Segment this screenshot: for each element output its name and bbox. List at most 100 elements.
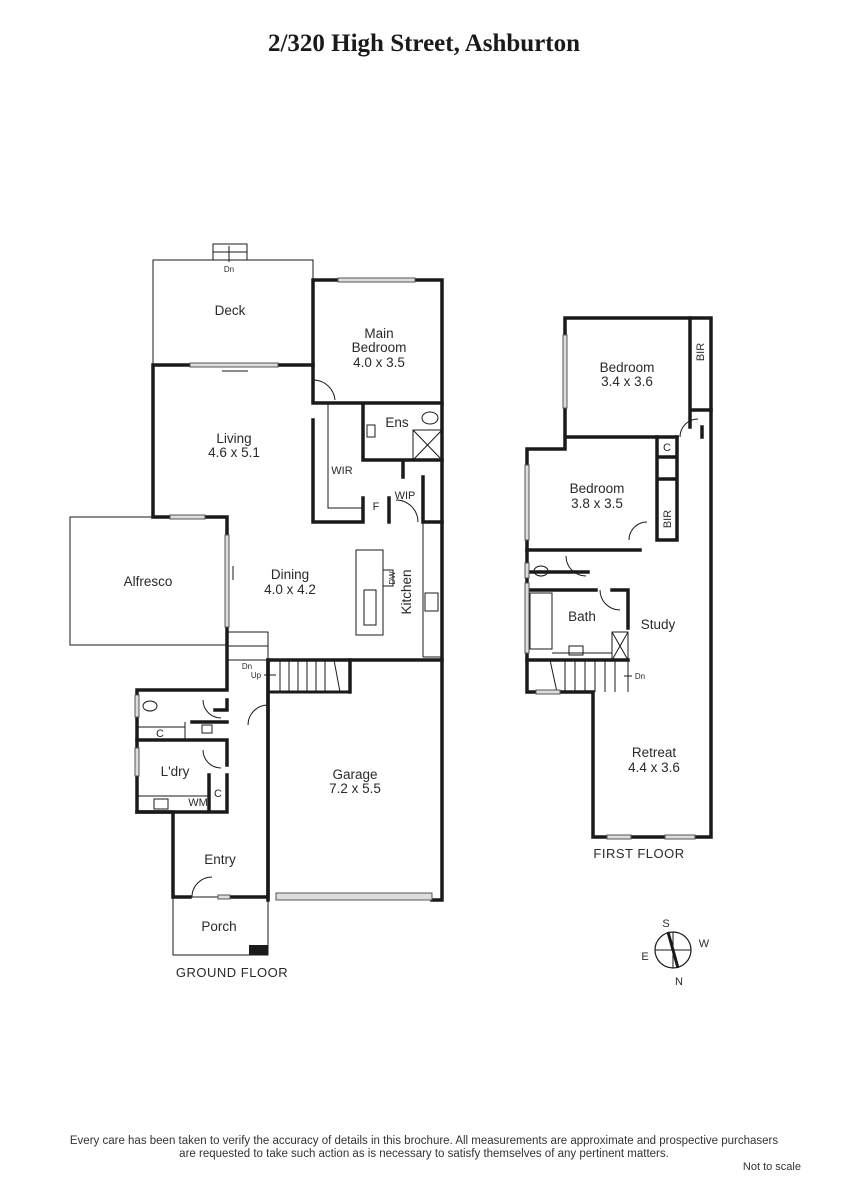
shower-icon (611, 631, 629, 661)
room-label-study: Study (641, 617, 676, 632)
shower-icon (412, 429, 443, 461)
floor-label-ground: GROUND FLOOR (176, 965, 288, 980)
room-dimensions: 4.4 x 3.6 (628, 760, 680, 775)
door-swing (191, 876, 213, 898)
window (524, 464, 530, 541)
room-label-bath: Bath (568, 609, 596, 624)
porch-post (249, 945, 268, 955)
window (134, 747, 140, 777)
toilet-icon (533, 565, 549, 577)
compass-west: W (699, 938, 710, 950)
garage-door (275, 892, 433, 901)
room-dimensions: 3.4 x 3.6 (601, 374, 653, 389)
toilet-icon (421, 411, 439, 425)
first-floor-plan (524, 316, 713, 840)
compass-north: N (675, 976, 683, 988)
property-address-title: 2/320 High Street, Ashburton (267, 30, 581, 57)
door-swing (395, 499, 419, 523)
room-label-main-bedroom: Bedroom (352, 340, 407, 355)
exterior-wall-left (135, 363, 315, 899)
window (217, 894, 231, 900)
bir-walls (688, 316, 713, 439)
room-label-entry: Entry (204, 852, 236, 867)
room-label-laundry: L'dry (161, 764, 190, 779)
laundry-trough-icon (153, 798, 169, 810)
room-label-main-bedroom: Main (364, 326, 393, 341)
staircase (549, 659, 629, 693)
room-dimensions: 4.0 x 3.5 (353, 355, 405, 370)
laundry-walls (135, 698, 229, 814)
bathtub-icon (529, 592, 553, 650)
cooktop-icon (424, 592, 439, 612)
door-swing (312, 379, 336, 401)
toilet-icon (142, 700, 158, 712)
shower-icon (611, 631, 629, 661)
compass-south: S (662, 918, 669, 930)
door-swing (679, 418, 699, 438)
washing-machine-label: WM (188, 797, 208, 809)
basin-icon (568, 645, 584, 656)
wir-shelving (327, 403, 363, 509)
room-label-dining: Dining (271, 567, 309, 582)
stairs-down-label: Dn (635, 672, 645, 681)
built-in-robe-label: BIR (662, 510, 674, 528)
window (535, 689, 561, 695)
ground-floor-plan (69, 243, 444, 956)
built-in-robe-label: BIR (695, 343, 707, 361)
door-swing (628, 521, 648, 541)
window (606, 834, 632, 840)
room-label-kitchen: Kitchen (399, 569, 414, 614)
room-dimensions: 4.0 x 4.2 (264, 582, 316, 597)
window (169, 514, 206, 520)
dishwasher-icon (382, 569, 394, 587)
exterior-wall-first-floor (525, 316, 713, 839)
compass-icon: S W E N (641, 918, 709, 988)
ensuite-wir-walls (311, 401, 444, 524)
floor-label-first: FIRST FLOOR (593, 846, 684, 861)
sliding-door (224, 534, 230, 628)
sink-icon (363, 589, 377, 626)
first-floor-labels: Bedroom 3.4 x 3.6 BIR Bedroom 3.8 x 3.5 … (568, 343, 707, 861)
room-dimensions: 7.2 x 5.5 (329, 781, 381, 796)
room-label-porch: Porch (201, 919, 236, 934)
bir-walls (655, 435, 679, 542)
kitchen-island (355, 549, 384, 636)
vanity-icon (366, 424, 376, 438)
room-label-wip: WIP (395, 490, 416, 502)
room-label-garage: Garage (332, 767, 377, 782)
window (524, 562, 530, 579)
ground-floor-labels: Dn Deck Main Bedroom 4.0 x 3.5 Living 4.… (124, 265, 416, 980)
not-to-scale-note: Not to scale (742, 1161, 801, 1173)
door-swing (202, 699, 222, 719)
stairs-down-label: Dn (224, 265, 234, 274)
room-label-fridge: F (373, 501, 380, 513)
room-label-retreat: Retreat (632, 745, 677, 760)
door-swing (599, 589, 621, 611)
door-swing (247, 704, 269, 726)
bath-walls (525, 548, 642, 662)
stairs-down-label: Dn (242, 662, 252, 671)
cupboard-label: C (156, 728, 164, 740)
staircase (264, 659, 350, 694)
room-dimensions: 3.8 x 3.5 (571, 496, 623, 511)
cupboard-label: C (214, 788, 222, 800)
room-label-living: Living (216, 431, 251, 446)
room-dimensions: 4.6 x 5.1 (208, 445, 260, 460)
window (664, 834, 696, 840)
room-label-bedroom: Bedroom (570, 481, 625, 496)
disclaimer-line: Every care has been taken to verify the … (69, 1135, 779, 1147)
exterior-wall-right (311, 278, 444, 902)
door-swing (202, 749, 222, 769)
room-label-deck: Deck (215, 303, 246, 318)
window (524, 582, 530, 654)
room-label-ensuite: Ens (385, 415, 409, 430)
room-label-wir: WIR (331, 465, 352, 477)
window (562, 334, 568, 409)
shower-icon (412, 429, 443, 461)
garage-wall (220, 658, 352, 899)
room-label-alfresco: Alfresco (124, 574, 173, 589)
disclaimer: Every care has been taken to verify the … (0, 1135, 848, 1161)
window (134, 694, 140, 718)
disclaimer-line: are requested to take such action as is … (179, 1148, 669, 1160)
